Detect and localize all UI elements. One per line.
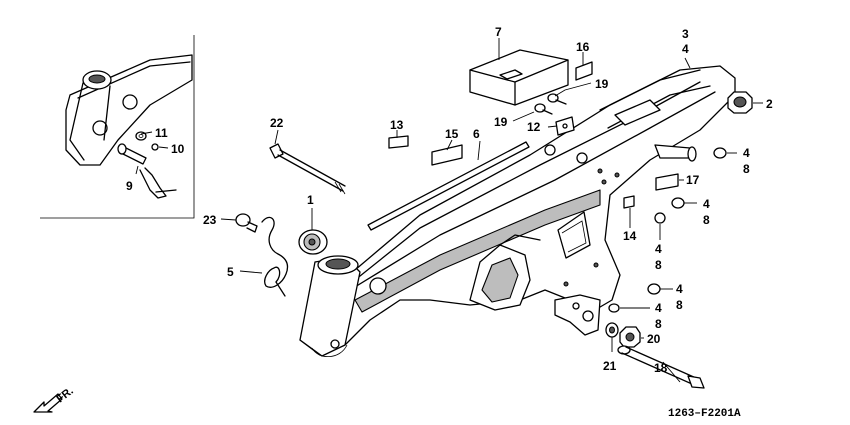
callout-2: 2 (766, 97, 773, 111)
callout-7: 7 (495, 25, 502, 39)
callout-1: 1 (307, 193, 314, 207)
part-20-nut (619, 326, 641, 348)
part-13-plate (388, 135, 409, 149)
callout-9: 9 (126, 179, 133, 193)
callout-16: 16 (576, 40, 590, 54)
part-22-bolt (269, 143, 346, 195)
callout-22: 22 (270, 116, 284, 130)
inset-frame-head (65, 54, 193, 166)
part-16-plate (575, 61, 593, 81)
callout-8-d: 8 (655, 258, 662, 272)
part-21-washer (605, 322, 619, 338)
callout-6: 6 (473, 127, 480, 141)
callout-5: 5 (227, 265, 234, 279)
o-ring-e (608, 303, 620, 313)
callout-23: 23 (203, 213, 217, 227)
part-5-spring (261, 216, 289, 297)
callout-4-e: 4 (676, 282, 683, 296)
callout-8-b: 8 (743, 162, 750, 176)
part-2-nut (727, 91, 753, 114)
callout-8-e: 8 (676, 298, 683, 312)
part-17-plate (655, 173, 679, 191)
o-ring-a (713, 147, 727, 159)
callout-14: 14 (623, 229, 637, 243)
leader-lines (135, 38, 763, 383)
inset-clip-10 (151, 143, 159, 151)
inset-frame (40, 35, 195, 219)
part-23-bolt (235, 213, 258, 233)
front-direction-arrow: FR. (33, 385, 76, 413)
part-7-box (469, 49, 569, 106)
callout-4-f: 4 (655, 301, 662, 315)
o-ring-b (671, 197, 685, 209)
callout-15: 15 (445, 127, 459, 141)
callout-13: 13 (390, 118, 404, 132)
callout-19-upper: 19 (595, 77, 609, 91)
callout-20: 20 (647, 332, 661, 346)
callout-21: 21 (603, 359, 617, 373)
callout-18: 18 (654, 361, 668, 375)
callout-8-f: 8 (655, 317, 662, 331)
callout-11: 11 (155, 126, 168, 140)
callout-4-d: 4 (655, 242, 662, 256)
part-12-bracket (555, 116, 575, 136)
inset-spring-clip (139, 167, 177, 199)
callout-4-c: 4 (703, 197, 710, 211)
callout-10: 10 (171, 142, 185, 156)
part-1-roller (298, 229, 328, 255)
callout-4-b: 4 (743, 146, 750, 160)
o-ring-d (647, 283, 661, 295)
part-14-plate (623, 195, 635, 209)
callout-19-lower: 19 (494, 115, 508, 129)
part-19-bolt-upper (547, 93, 567, 105)
part-19-bolt-lower (534, 103, 553, 115)
callout-12: 12 (527, 120, 541, 134)
part-18-bolt (617, 345, 705, 389)
main-frame (299, 65, 736, 358)
callout-17: 17 (686, 173, 700, 187)
callout-3: 3 (682, 27, 689, 41)
callout-4: 4 (682, 42, 689, 56)
drawing-code: 1263–F2201A (668, 408, 741, 420)
o-ring-c (654, 212, 666, 224)
part-15-plate (431, 144, 463, 166)
callout-labels: 1 2 3 4 5 6 7 9 10 11 12 13 14 15 16 17 … (126, 25, 773, 375)
part-6-rod (367, 141, 530, 231)
inset-stand-pin (117, 143, 147, 165)
callout-8-c: 8 (703, 213, 710, 227)
